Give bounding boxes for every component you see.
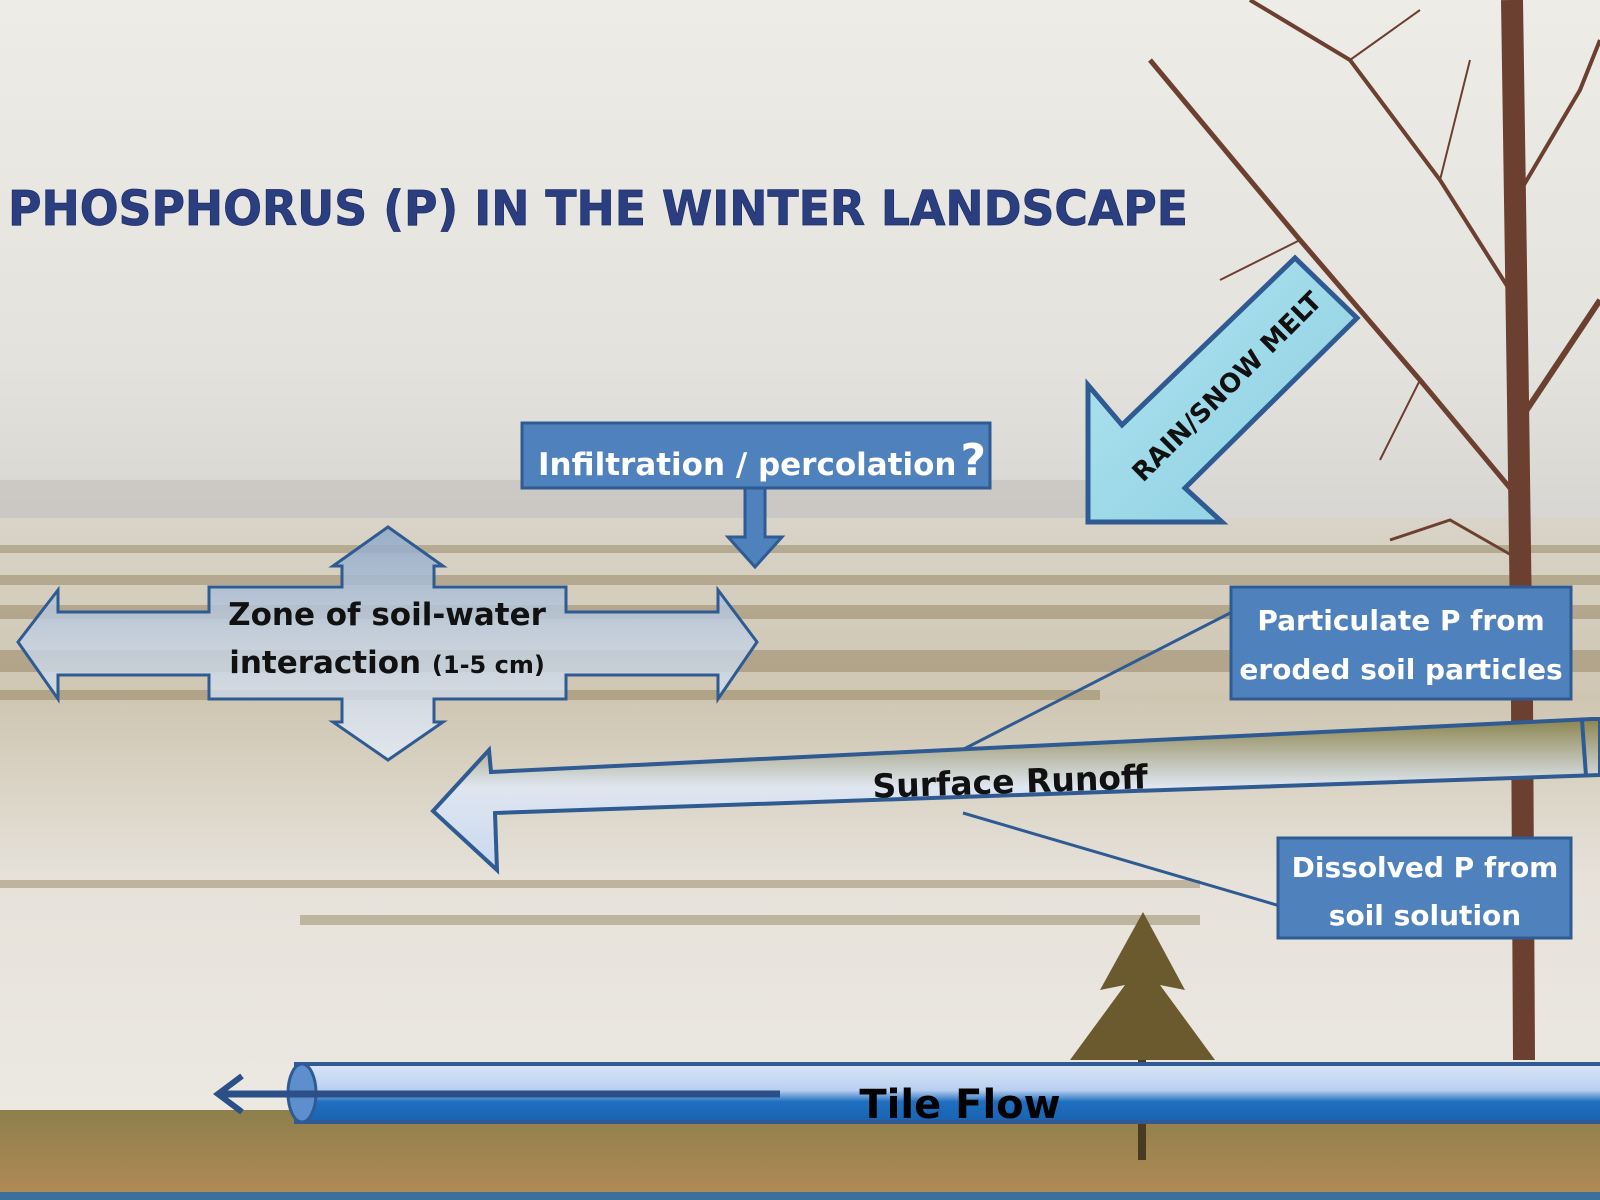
particulate-label-line1: Particulate P from <box>1257 604 1544 637</box>
callout-connectors <box>957 608 1288 910</box>
surface-runoff-arrow: Surface Runoff <box>430 717 1600 875</box>
infiltration-callout: Infiltration / percolation? <box>520 421 992 570</box>
surface-runoff-label: Surface Runoff <box>872 757 1150 806</box>
zone-label-line2: interaction (1-5 cm) <box>229 645 545 681</box>
tile-flow-pipe: Tile Flow <box>213 1062 1600 1128</box>
dissolved-p-callout: Dissolved P from soil solution <box>1276 836 1573 940</box>
zone-label-line1: Zone of soil-water <box>228 597 547 633</box>
soil-water-zone-arrow: Zone of soil-water interaction (1-5 cm) <box>16 525 759 762</box>
tile-flow-label: Tile Flow <box>859 1082 1060 1128</box>
dissolved-label-line2: soil solution <box>1329 899 1521 932</box>
particulate-label-line2: eroded soil particles <box>1239 653 1562 686</box>
tile-flow-arrow-head <box>213 1073 244 1115</box>
particulate-p-callout: Particulate P from eroded soil particles <box>1229 585 1573 701</box>
page-title: PHOSPHORUS (P) IN THE WINTER LANDSCAPE <box>8 181 1188 237</box>
dissolved-label-line1: Dissolved P from <box>1292 851 1559 884</box>
infiltration-label: Infiltration / percolation? <box>538 435 986 486</box>
